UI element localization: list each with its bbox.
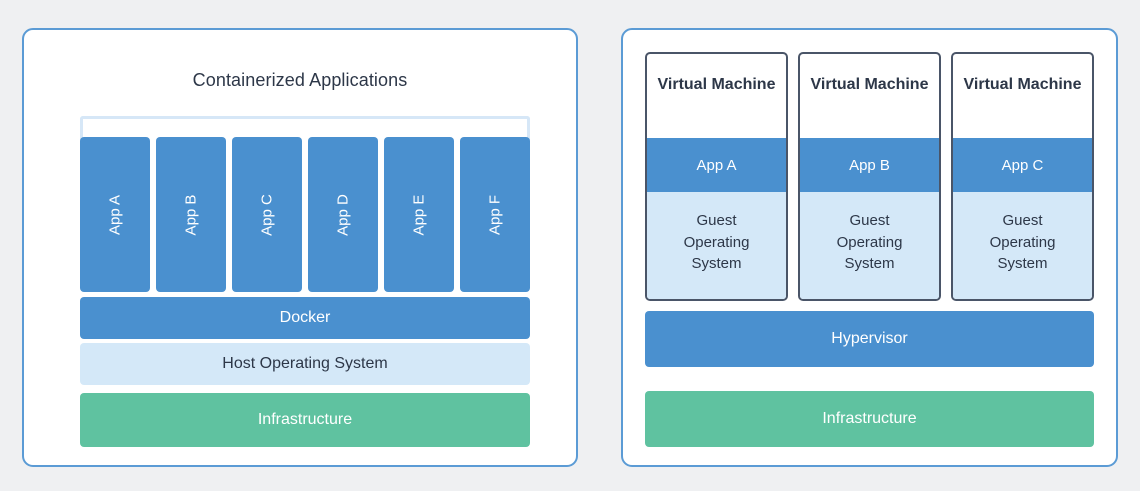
container-app-label: App E [410, 194, 428, 235]
docker-layer: Docker [80, 297, 530, 339]
containers-bracket [80, 116, 530, 142]
virtual-machine-title: Virtual Machine [810, 76, 929, 93]
container-app-box[interactable]: App D [308, 137, 378, 292]
container-app-box[interactable]: App A [80, 137, 150, 292]
virtual-machine-app-label: App B [800, 138, 939, 192]
virtual-machine-title: Virtual Machine [657, 76, 776, 93]
container-app-label: App F [486, 194, 504, 235]
page-title: Containerized Applications [192, 70, 408, 90]
container-app-box[interactable]: App C [232, 137, 302, 292]
container-app-box[interactable]: App E [384, 137, 454, 292]
host-operating-system-layer: Host Operating System [80, 343, 530, 385]
container-app-label: App B [182, 194, 200, 235]
containers-panel: Containerized Applications App A App B A… [22, 28, 578, 467]
container-app-label: App C [258, 193, 276, 236]
container-apps-row: App A App B App C App D App E App F [80, 137, 530, 292]
virtual-machine-title: Virtual Machine [963, 76, 1082, 93]
virtual-machine-app-label: App C [953, 138, 1092, 192]
container-app-label: App A [106, 194, 124, 235]
infrastructure-layer-vms: Infrastructure [645, 391, 1094, 447]
container-app-label: App D [334, 193, 352, 236]
infrastructure-layer-containers: Infrastructure [80, 393, 530, 447]
hypervisor-layer: Hypervisor [645, 311, 1094, 367]
container-app-box[interactable]: App B [156, 137, 226, 292]
virtual-machine-app-label: App A [647, 138, 786, 192]
container-app-box[interactable]: App F [460, 137, 530, 292]
